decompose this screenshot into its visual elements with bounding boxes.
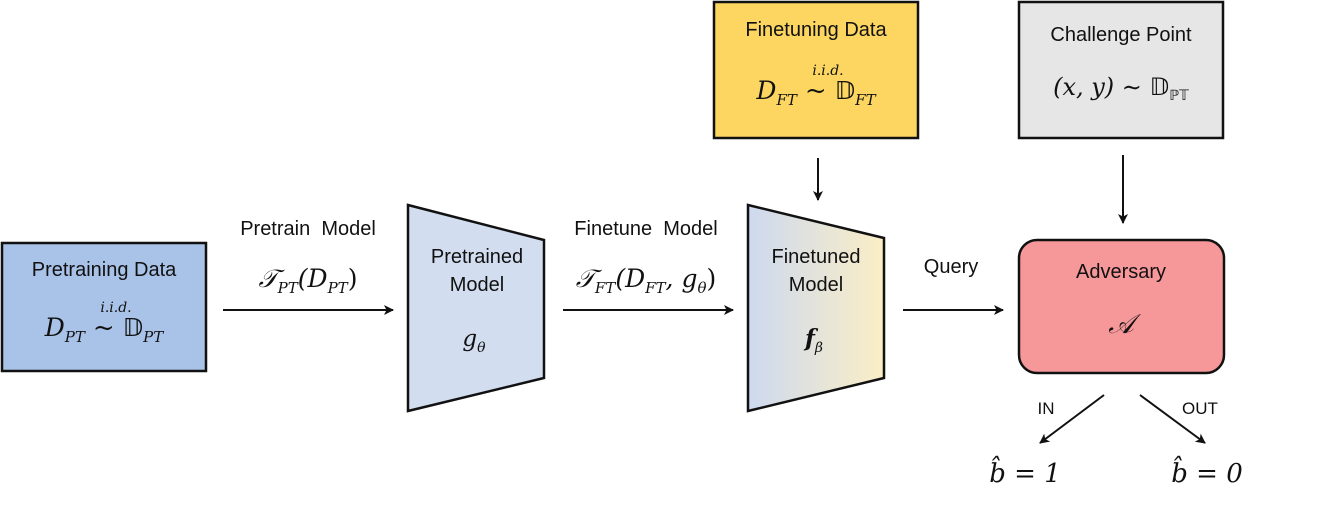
pretrained-symbol-sub: θ bbox=[477, 340, 486, 356]
pretraining-data-title: Pretraining Data bbox=[32, 259, 177, 281]
in-label: IN bbox=[1038, 399, 1055, 418]
adversary-title: Adversary bbox=[1076, 261, 1166, 283]
challenge-formula: (x, y) ∼ bbox=[1053, 73, 1149, 101]
in-value: b̂ = 1 bbox=[989, 455, 1061, 489]
challenge-point-box: Challenge Point (x, y) ∼ 𝔻ℙ𝕋 bbox=[1017, 0, 1225, 224]
pretraining-var: D bbox=[44, 313, 65, 342]
pretrain-step: Pretrain Model 𝒯PT(DPT) bbox=[223, 218, 394, 315]
pretraining-dist-sub: PT bbox=[142, 328, 164, 346]
pretrained-model-symbol: gθ bbox=[462, 326, 486, 356]
finetuned-model-shape bbox=[746, 203, 886, 413]
pretraining-data-box: Pretraining Data DPT~𝔻PT i.i.d. bbox=[0, 241, 208, 373]
pretraining-dist: 𝔻 bbox=[123, 313, 143, 342]
out-value: b̂ = 0 bbox=[1171, 455, 1243, 489]
pretrain-step-formula: 𝒯PT(DPT) bbox=[259, 264, 358, 297]
pretrain-close: ) bbox=[348, 264, 358, 293]
finetuning-tilde: ~ bbox=[805, 76, 827, 106]
finetune-mid-sub: θ bbox=[697, 279, 706, 297]
pretrain-op-sub: PT bbox=[277, 279, 299, 297]
pretraining-data-formula: DPT~𝔻PT bbox=[44, 313, 165, 346]
pretraining-tilde: ~ bbox=[93, 313, 115, 343]
finetuning-data-box: Finetuning Data DFT~𝔻FT i.i.d. bbox=[712, 0, 920, 201]
finetuned-model-line2: Model bbox=[789, 274, 843, 296]
pretrain-arg: (D bbox=[298, 264, 328, 293]
pretrained-model: Pretrained Model gθ bbox=[406, 203, 546, 413]
challenge-dist-sub: ℙ𝕋 bbox=[1169, 88, 1189, 104]
pretraining-var-sub: PT bbox=[64, 328, 86, 346]
pretraining-iid: i.i.d. bbox=[100, 300, 131, 316]
in-arrow bbox=[1039, 394, 1105, 444]
challenge-point-formula: (x, y) ∼ 𝔻ℙ𝕋 bbox=[1053, 73, 1189, 104]
finetuning-var-sub: FT bbox=[775, 91, 797, 109]
query-label: Query bbox=[924, 256, 978, 278]
finetuning-iid: i.i.d. bbox=[812, 63, 843, 79]
query-step: Query bbox=[903, 256, 1004, 315]
finetune-close: ) bbox=[706, 264, 716, 293]
finetuning-data-title: Finetuning Data bbox=[745, 19, 887, 41]
finetune-mid: , g bbox=[666, 264, 698, 293]
finetuning-data-formula: DFT~𝔻FT bbox=[755, 76, 876, 109]
finetune-arg-sub: FT bbox=[644, 279, 666, 297]
finetuned-model: Finetuned Model fβ bbox=[746, 203, 886, 413]
finetuned-symbol-sub: β bbox=[814, 340, 823, 356]
challenge-point-rect bbox=[1017, 0, 1225, 140]
finetune-step-label: Finetune Model bbox=[574, 218, 717, 240]
finetuning-dist: 𝔻 bbox=[835, 76, 855, 105]
finetune-arg: (D bbox=[615, 264, 645, 293]
finetuning-dist-sub: FT bbox=[854, 91, 876, 109]
pretrain-step-label: Pretrain Model bbox=[240, 218, 376, 240]
finetuning-var: D bbox=[755, 76, 776, 105]
pretrained-model-shape bbox=[406, 203, 546, 413]
finetuned-model-line1: Finetuned bbox=[772, 246, 861, 268]
challenge-point-title: Challenge Point bbox=[1050, 24, 1192, 46]
pretraining-data-rect bbox=[0, 241, 208, 373]
pretrained-model-line1: Pretrained bbox=[431, 246, 523, 268]
pretrained-symbol: g bbox=[462, 326, 477, 352]
adversary-box: Adversary 𝒜 bbox=[1017, 238, 1226, 375]
out-label: OUT bbox=[1182, 399, 1218, 418]
finetuning-data-rect bbox=[712, 0, 920, 140]
outcomes: IN OUT b̂ = 1 b̂ = 0 bbox=[989, 394, 1243, 489]
challenge-dist: 𝔻 bbox=[1150, 73, 1170, 101]
adversary-rect bbox=[1017, 238, 1226, 375]
out-arrow bbox=[1139, 394, 1206, 444]
finetune-step-formula: 𝒯FT(DFT, gθ) bbox=[576, 264, 717, 297]
pretrained-model-line2: Model bbox=[450, 274, 504, 296]
finetune-step: Finetune Model 𝒯FT(DFT, gθ) bbox=[563, 218, 734, 315]
finetune-op-sub: FT bbox=[594, 279, 616, 297]
pretrain-arg-sub: PT bbox=[327, 279, 349, 297]
